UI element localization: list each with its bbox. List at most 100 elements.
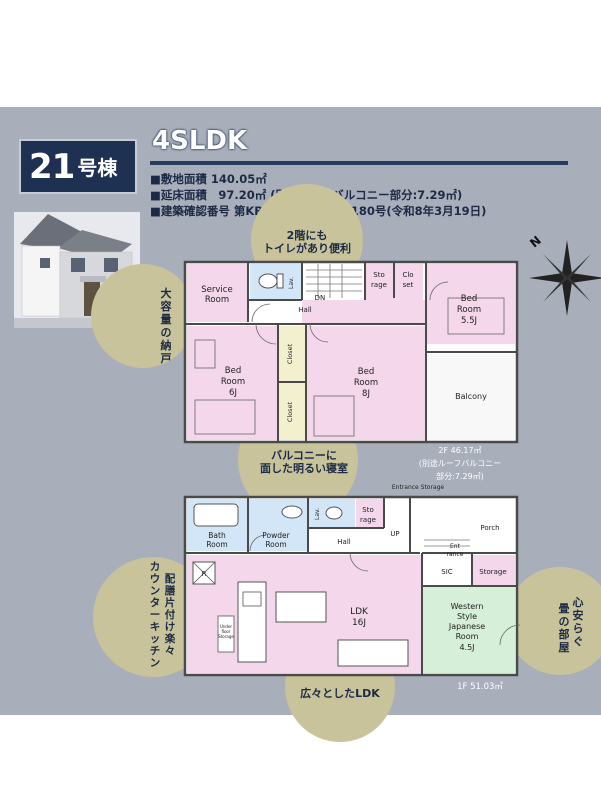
callout-glyph: タ [150, 597, 161, 609]
underfloor-storage-label: Under [220, 624, 232, 629]
callout-glyph: ー [150, 609, 161, 621]
svg-text:rage: rage [371, 281, 387, 289]
closet-b-label: Closet [286, 401, 294, 422]
storage-2f-label: Sto [373, 271, 384, 279]
floor-2f-area: 2F 46.17㎡ [438, 446, 481, 455]
svg-text:面した明るい寝室: 面した明るい寝室 [260, 461, 348, 475]
building-number: 21 [29, 146, 75, 187]
compass-north-label: N [527, 233, 544, 250]
room-bed-5-5-label: Bed [461, 294, 477, 304]
callout-ldk-wide: 広々としたLDK [300, 686, 380, 700]
callout-glyph: カ [150, 561, 161, 573]
room-service-label: Service [201, 285, 232, 295]
building-number-badge: 21 号棟 [19, 139, 137, 194]
callout-glyph: 安 [573, 608, 584, 622]
svg-text:部分:7.29㎡): 部分:7.29㎡) [436, 471, 484, 481]
hall-1f-label: Hall [337, 538, 350, 546]
room-bed-8-label: Bed [358, 367, 374, 377]
refrigerator-label: R [202, 570, 207, 578]
callout-glyph: 楽 [164, 632, 176, 645]
svg-text:Japanese: Japanese [448, 622, 485, 631]
callout-glyph: 納 [161, 338, 172, 352]
callout-toilet-2f: 2階にも [287, 228, 328, 242]
svg-text:set: set [403, 281, 414, 289]
lav-2f-label: Lav. [288, 277, 295, 289]
room-bed-6-label: Bed [225, 366, 241, 376]
entrance-label: Ent [450, 543, 461, 550]
callout-balcony-bedroom: バルコニーに [271, 449, 337, 462]
dn-label: DN [315, 294, 326, 302]
lav-1f-label: Lav. [314, 508, 321, 520]
entrance-storage-label: Entrance Storage [392, 484, 445, 491]
callout-glyph: 心 [573, 596, 584, 609]
svg-text:rage: rage [360, 516, 376, 524]
sic-label: SIC [441, 568, 453, 576]
spec-site-area: ■敷地面積 140.05㎡ [150, 172, 267, 186]
callout-glyph: 屋 [559, 641, 570, 654]
callout-glyph: 大 [161, 286, 172, 300]
svg-text:Storage: Storage [218, 634, 234, 639]
callout-glyph: 量 [161, 313, 172, 326]
svg-text:Room: Room [221, 377, 245, 387]
callout-glyph: 付 [165, 608, 176, 621]
ldk-label: LDK [350, 607, 369, 617]
svg-text:4.5J: 4.5J [459, 643, 474, 652]
svg-text:トイレがあり便利: トイレがあり便利 [263, 241, 351, 255]
callout-glyph: 配 [165, 573, 176, 585]
porch-label: Porch [480, 524, 499, 532]
floor-1f-area: 1F 51.03㎡ [457, 682, 503, 692]
svg-text:Room: Room [265, 540, 286, 549]
building-suffix: 号棟 [77, 156, 118, 180]
callout-glyph: ン [150, 657, 161, 669]
callout-glyph: ウ [150, 573, 161, 585]
second-floor-plan: Service Room Bed Room 5.5J Bed Room 6J B… [183, 260, 519, 481]
balcony-label: Balcony [455, 392, 487, 401]
callout-glyph: 膳 [165, 584, 176, 597]
callout-glyph: ン [150, 585, 161, 597]
storage-entrance-label: Storage [479, 568, 506, 576]
svg-text:Room: Room [354, 378, 378, 388]
callout-glyph: ら [573, 622, 584, 635]
svg-text:Room: Room [205, 295, 229, 305]
callout-glyph: の [161, 326, 172, 339]
callout-glyph: け [165, 621, 176, 633]
storage-1f-label: Sto [362, 506, 373, 514]
svg-text:(別途ルーフバルコニー: (別途ルーフバルコニー [419, 458, 501, 468]
western-japanese-room-label: Western [451, 602, 484, 611]
up-label: UP [390, 530, 399, 538]
callout-glyph: 戸 [161, 352, 172, 365]
svg-text:8J: 8J [362, 389, 370, 399]
title-underline [150, 161, 568, 165]
svg-text:6J: 6J [229, 388, 237, 398]
callout-glyph: チ [150, 645, 161, 657]
callout-glyph: 容 [160, 299, 172, 313]
svg-text:floor: floor [221, 629, 230, 634]
first-floor-plan: Bath Room Powder Room Lav. Sto rage Hall… [183, 484, 521, 692]
svg-text:Room: Room [457, 305, 481, 315]
callout-glyph: の [559, 615, 570, 628]
svg-text:Style: Style [457, 612, 477, 621]
callout-glyph: 片 [165, 596, 176, 609]
svg-text:Room: Room [456, 632, 479, 641]
hall-2f-label: Hall [298, 306, 311, 314]
callout-glyph: 々 [165, 645, 176, 657]
callout-glyph: ッ [150, 633, 161, 645]
callout-glyph: キ [150, 621, 161, 633]
callout-glyph: 部 [559, 627, 570, 641]
closet-2f-label: Clo [402, 271, 413, 279]
callout-glyph: ぐ [573, 635, 584, 648]
bath-room-label: Bath [208, 531, 226, 540]
compass-rose: N [527, 233, 601, 316]
layout-type-title: 4SLDK [152, 126, 248, 156]
svg-text:16J: 16J [352, 618, 366, 628]
svg-text:Room: Room [206, 540, 227, 549]
powder-room-label: Powder [262, 531, 290, 540]
svg-text:rance: rance [447, 551, 464, 558]
